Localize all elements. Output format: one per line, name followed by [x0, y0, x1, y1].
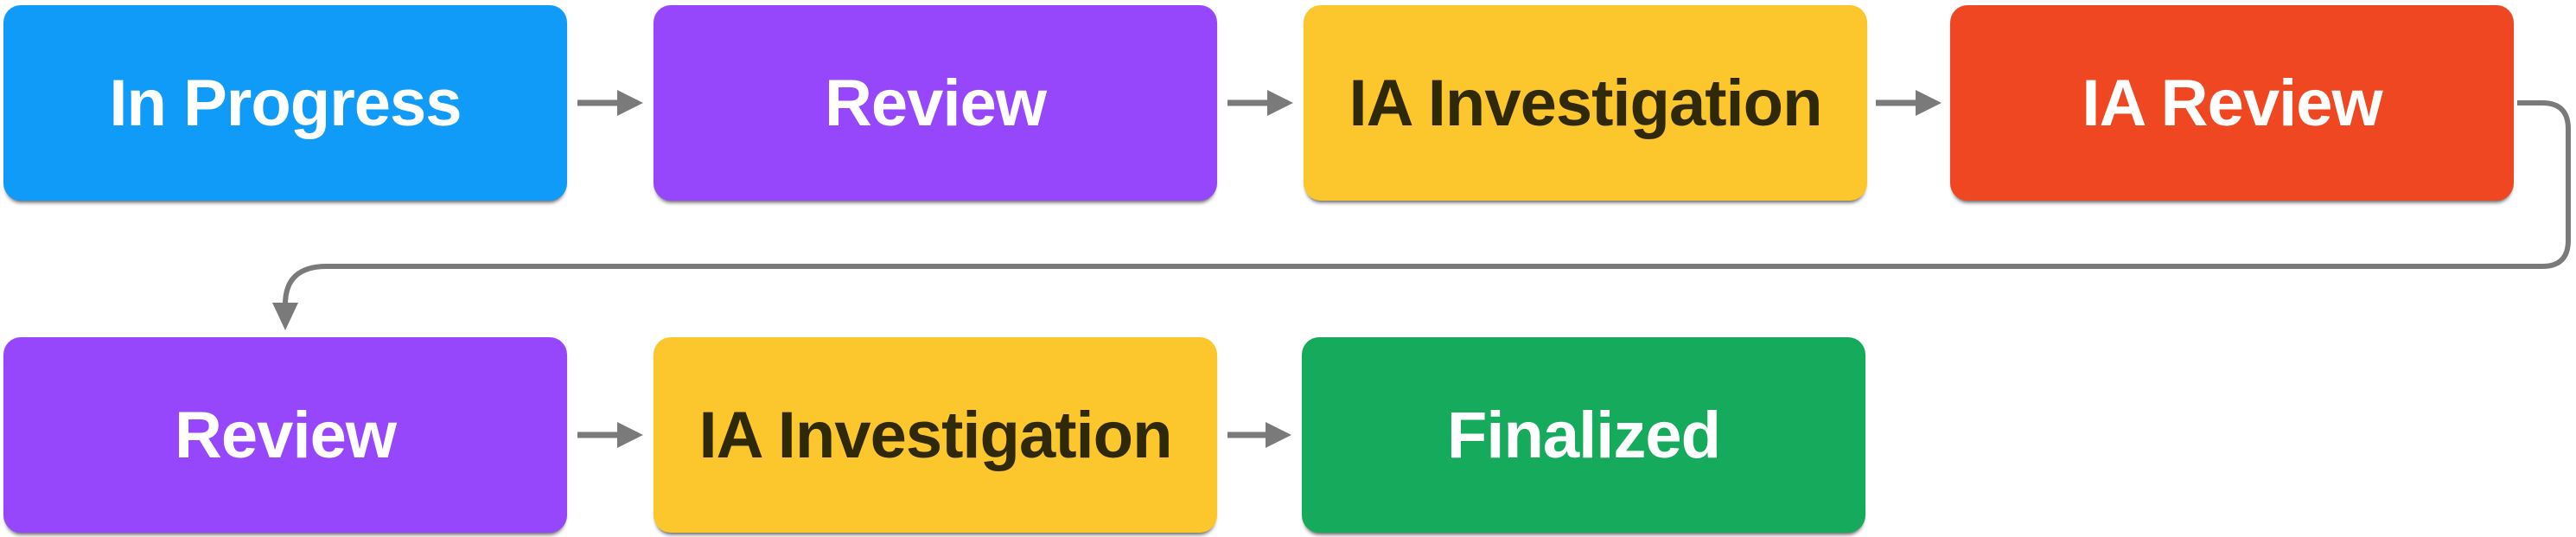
arrow-ia-investigation-to-ia-review[interactable] [1876, 90, 1942, 116]
arrow-ia-investigation2-to-finalized[interactable] [1227, 422, 1291, 448]
flow-node-ia-investigation-2[interactable]: IA Investigation [654, 337, 1217, 533]
flow-node-in-progress[interactable]: In Progress [3, 5, 567, 201]
flow-node-review-2[interactable]: Review [3, 337, 567, 533]
flow-node-ia-investigation-1[interactable]: IA Investigation [1304, 5, 1867, 201]
arrow-head-icon [1267, 90, 1293, 116]
flow-node-ia-review[interactable]: IA Review [1950, 5, 2514, 201]
arrow-head-icon [1916, 90, 1942, 116]
arrow-head-icon [617, 90, 643, 116]
flow-node-review-1[interactable]: Review [654, 5, 1217, 201]
arrow-head-icon [1266, 422, 1291, 448]
arrow-head-icon [272, 303, 298, 330]
arrow-in-progress-to-review[interactable] [577, 90, 643, 116]
arrow-review2-to-ia-investigation2[interactable] [577, 422, 643, 448]
arrow-review-to-ia-investigation[interactable] [1227, 90, 1293, 116]
flow-node-finalized[interactable]: Finalized [1302, 337, 1865, 533]
arrow-head-icon [617, 422, 643, 448]
